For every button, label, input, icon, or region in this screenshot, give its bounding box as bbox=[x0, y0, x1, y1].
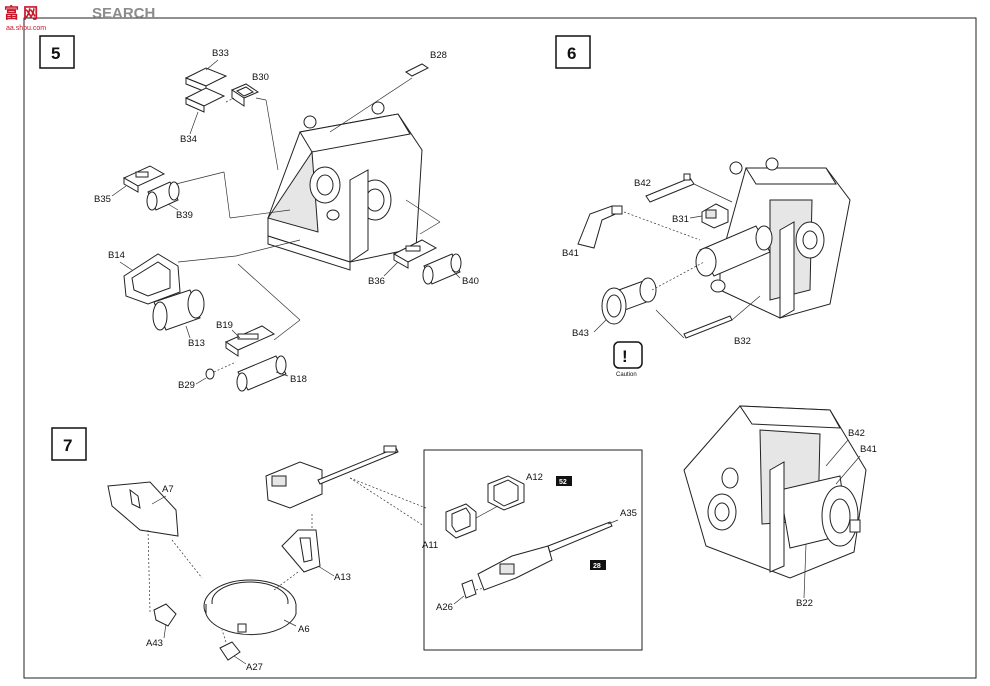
step-number: 7 bbox=[63, 436, 72, 455]
part-a27 bbox=[219, 641, 241, 661]
label-a12: A12 bbox=[526, 472, 543, 483]
part-b39 bbox=[146, 181, 180, 211]
part-b36 bbox=[392, 239, 438, 269]
label-b35: B35 bbox=[94, 194, 111, 205]
part-b30 bbox=[230, 83, 260, 107]
part-b33 bbox=[184, 67, 228, 113]
caution-icon: ! Caution bbox=[613, 341, 643, 378]
label-b41: B41 bbox=[562, 248, 579, 259]
watermark-brand-en: SEARCH bbox=[92, 5, 155, 22]
step-number: 5 bbox=[51, 44, 60, 63]
label-b43: B43 bbox=[572, 328, 589, 339]
turret-ring-housing bbox=[683, 405, 867, 579]
label-a7: A7 bbox=[162, 484, 174, 495]
part-b41 bbox=[577, 205, 623, 249]
watermark-url: aa.shou.com bbox=[6, 25, 46, 32]
part-b19 bbox=[224, 325, 276, 357]
label-b41: B41 bbox=[860, 444, 877, 455]
machine-gun bbox=[265, 445, 399, 509]
label-a13: A13 bbox=[334, 572, 351, 583]
label-b39: B39 bbox=[176, 210, 193, 221]
label-a27: A27 bbox=[246, 662, 263, 673]
detail-inset: A12 52 A11 A35 28 A26 bbox=[422, 449, 643, 651]
turret-ring-housing bbox=[267, 101, 423, 271]
part-a43 bbox=[153, 603, 177, 627]
step-7: 7 A7 A6 A13 bbox=[51, 427, 643, 673]
part-b42 bbox=[645, 173, 695, 203]
step-6: 6 B42 B31 bbox=[555, 35, 851, 378]
label-b40: B40 bbox=[462, 276, 479, 287]
step-number-box bbox=[51, 427, 87, 461]
label-b13: B13 bbox=[188, 338, 205, 349]
part-b28 bbox=[405, 63, 429, 77]
label-a35: A35 bbox=[620, 508, 637, 519]
part-b31 bbox=[701, 203, 729, 229]
part-b14 bbox=[123, 253, 181, 305]
label-b19: B19 bbox=[216, 320, 233, 331]
part-b18 bbox=[236, 355, 287, 392]
page-border bbox=[23, 17, 977, 679]
part-b40 bbox=[422, 253, 462, 285]
inset-frame bbox=[423, 449, 643, 651]
step-number-box bbox=[555, 35, 591, 69]
part-b35 bbox=[122, 165, 166, 193]
part-b29 bbox=[205, 368, 215, 380]
part-a11 bbox=[445, 503, 477, 539]
label-b42: B42 bbox=[848, 428, 865, 439]
label-a43: A43 bbox=[146, 638, 163, 649]
watermark: 富 网 SEARCH aa.shou.com bbox=[4, 4, 155, 32]
part-a6 bbox=[203, 579, 297, 636]
part-a26 bbox=[461, 579, 477, 599]
badge-a12: 52 bbox=[559, 479, 567, 486]
inset-machine-gun bbox=[477, 521, 613, 591]
label-b18: B18 bbox=[290, 374, 307, 385]
label-b34: B34 bbox=[180, 134, 197, 145]
step-5: 5 B33 B34 bbox=[39, 35, 479, 392]
part-a7 bbox=[107, 481, 179, 537]
part-b43 bbox=[601, 277, 657, 325]
label-b36: B36 bbox=[368, 276, 385, 287]
detail-view: B42 B41 B22 bbox=[683, 405, 877, 609]
step-number-box bbox=[39, 35, 75, 69]
watermark-brand-cn: 富 网 bbox=[4, 4, 38, 22]
label-b31: B31 bbox=[672, 214, 689, 225]
part-b32 bbox=[683, 315, 733, 339]
label-a6: A6 bbox=[298, 624, 310, 635]
label-b22: B22 bbox=[796, 598, 813, 609]
label-b28: B28 bbox=[430, 50, 447, 61]
label-b42: B42 bbox=[634, 178, 651, 189]
part-a12 bbox=[487, 475, 525, 511]
turret-ring-housing bbox=[695, 157, 851, 319]
part-a13 bbox=[281, 529, 321, 573]
label-b14: B14 bbox=[108, 250, 125, 261]
step-number: 6 bbox=[567, 44, 576, 63]
caution-text: Caution bbox=[616, 372, 637, 378]
caution-glyph: ! bbox=[622, 347, 628, 366]
label-b32: B32 bbox=[734, 336, 751, 347]
part-b13 bbox=[152, 289, 205, 331]
badge-a35: 28 bbox=[593, 563, 601, 570]
label-a26: A26 bbox=[436, 602, 453, 613]
label-a11: A11 bbox=[422, 540, 438, 551]
label-b29: B29 bbox=[178, 380, 195, 391]
label-b30: B30 bbox=[252, 72, 269, 83]
label-b33: B33 bbox=[212, 48, 229, 59]
